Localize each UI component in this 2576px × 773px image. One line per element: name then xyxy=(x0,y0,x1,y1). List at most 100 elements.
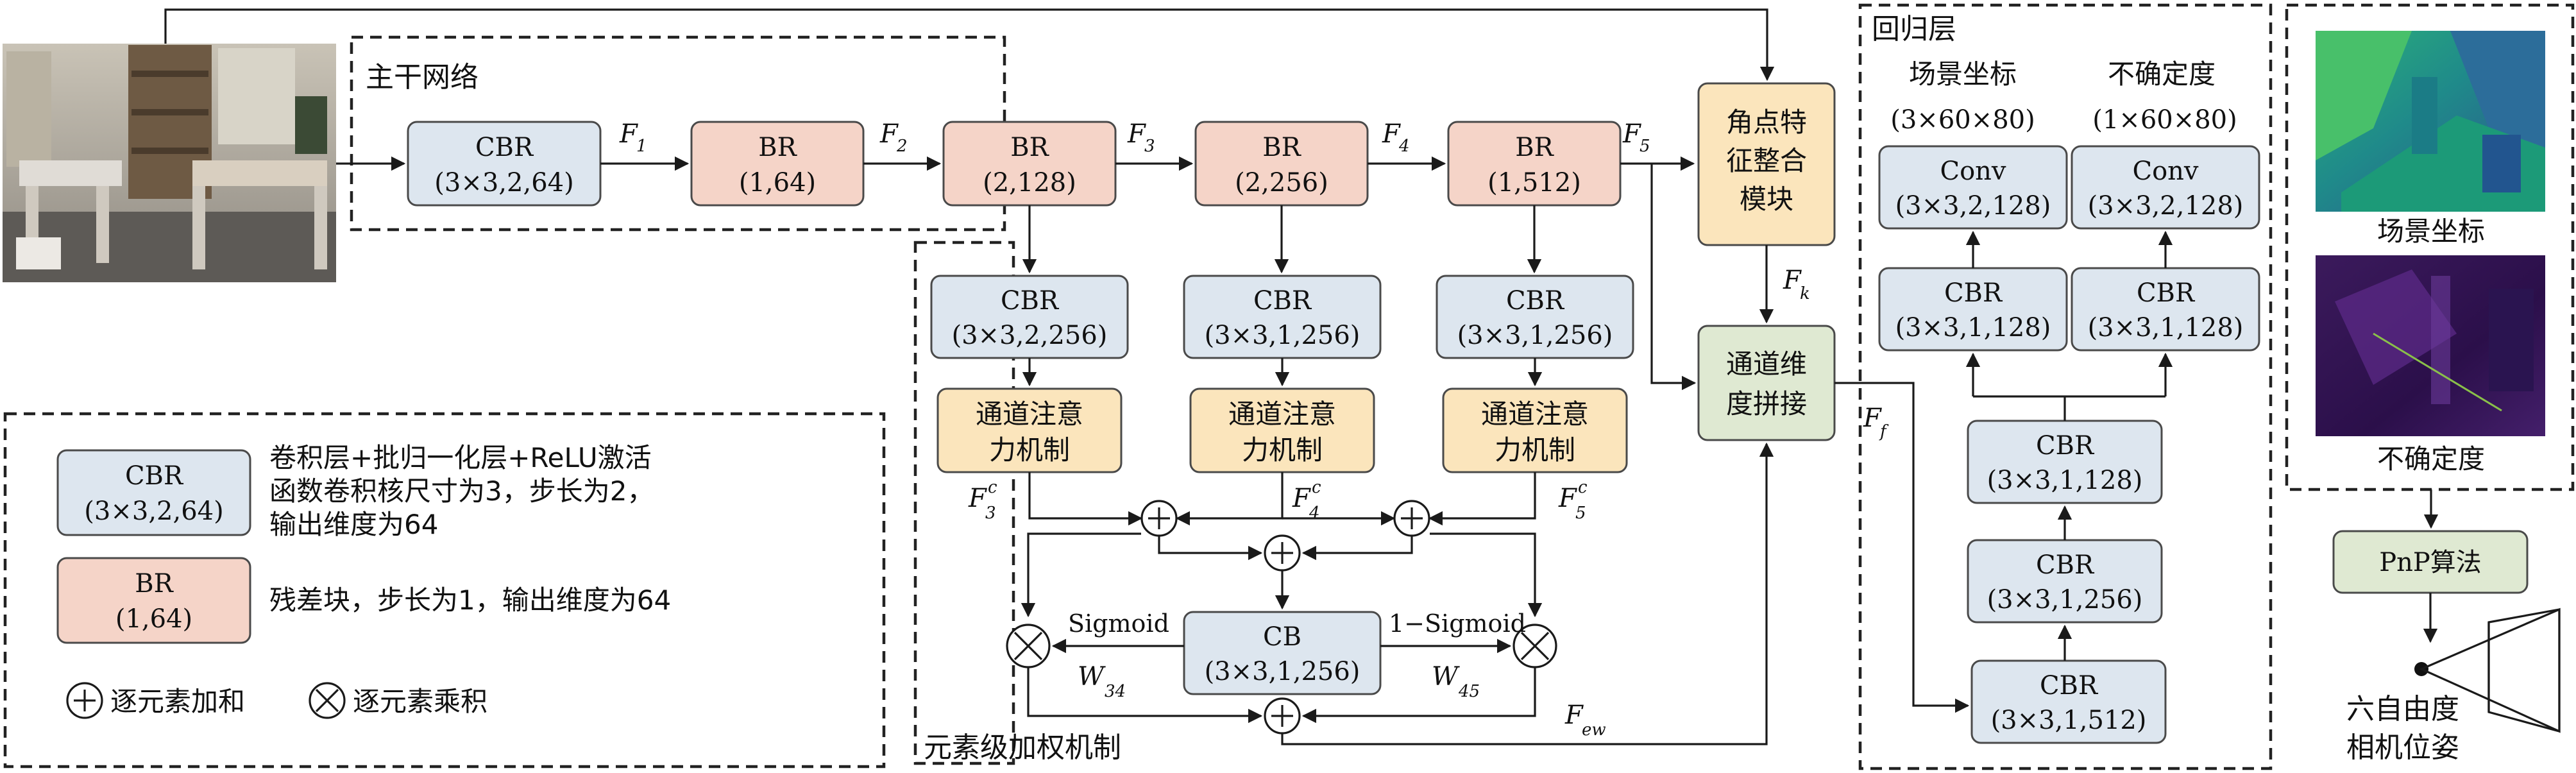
pose-label-line1: 六自由度 xyxy=(2346,693,2459,726)
cb-block: CB (3×3,1,256) xyxy=(1183,611,1382,695)
line-add2-to-mid xyxy=(1301,536,1413,561)
svg-text:F: F xyxy=(1863,403,1882,433)
attention-cbr-4: CBR (3×3,1,256) xyxy=(1183,275,1382,359)
channel-concat-module: 通道维 度拼接 xyxy=(1697,325,1836,441)
legend-add-text: 逐元素加和 xyxy=(110,686,245,717)
svg-text:CBR: CBR xyxy=(1944,278,2003,308)
svg-text:F: F xyxy=(1127,119,1146,149)
line-add1-to-mid xyxy=(1158,536,1263,561)
legend-cbr-desc-1: 卷积层+批归一化层+ReLU激活 xyxy=(269,442,652,473)
regression-cbr-right: CBR (3×3,1,128) xyxy=(2071,267,2260,352)
svg-text:F: F xyxy=(879,119,899,149)
svg-text:CBR: CBR xyxy=(1253,286,1312,316)
svg-text:5: 5 xyxy=(1575,504,1586,523)
svg-text:BR: BR xyxy=(135,569,174,599)
pose-label-line2: 相机位姿 xyxy=(2346,731,2459,764)
svg-text:CBR: CBR xyxy=(2036,431,2095,461)
svg-text:通道注意: 通道注意 xyxy=(976,398,1083,430)
backbone-br-block-4: BR (1,512) xyxy=(1447,121,1622,207)
svg-text:f: f xyxy=(1879,422,1889,441)
svg-text:F: F xyxy=(619,119,638,149)
svg-text:F: F xyxy=(1558,484,1577,513)
svg-text:1: 1 xyxy=(636,137,647,156)
backbone-br-block-1: BR (1,64) xyxy=(690,121,865,207)
svg-text:c: c xyxy=(988,478,997,497)
backbone-cbr-block: CBR (3×3,2,64) xyxy=(407,121,602,207)
svg-text:5: 5 xyxy=(1640,137,1650,156)
svg-text:(1,512): (1,512) xyxy=(1487,168,1581,198)
scene-coord-output-label: 场景坐标 xyxy=(2377,216,2485,247)
label-one-minus-sigmoid: 1−Sigmoid xyxy=(1389,609,1526,638)
legend-mul-icon xyxy=(309,682,346,719)
corner-feature-module: 角点特 征整合 模块 xyxy=(1697,82,1836,246)
backbone-title: 主干网络 xyxy=(366,61,479,94)
svg-text:Conv: Conv xyxy=(2132,157,2198,186)
attention-cbr-3: CBR (3×3,2,256) xyxy=(930,275,1129,359)
backbone-br-block-2: BR (2,128) xyxy=(942,121,1117,207)
split-line xyxy=(1973,395,2165,421)
svg-text:征整合: 征整合 xyxy=(1726,145,1807,176)
svg-text:Conv: Conv xyxy=(1940,157,2006,186)
arrow-f5-to-concat xyxy=(1650,164,1697,391)
scene-coord-dims: (3×60×80) xyxy=(1890,105,2035,135)
svg-text:4: 4 xyxy=(1309,504,1320,523)
label-fk: Fk xyxy=(1783,266,1810,303)
label-few: Few xyxy=(1564,701,1606,740)
svg-text:PnP算法: PnP算法 xyxy=(2379,548,2482,577)
line-f5c-to-mul xyxy=(1430,532,1543,618)
svg-text:(3×3,1,256): (3×3,1,256) xyxy=(1457,321,1613,350)
svg-text:k: k xyxy=(1800,284,1810,303)
svg-text:34: 34 xyxy=(1105,682,1126,701)
uncertainty-map xyxy=(2316,255,2545,436)
legend-mul-text: 逐元素乘积 xyxy=(353,686,487,717)
add-op-ew xyxy=(1264,697,1301,735)
svg-text:W: W xyxy=(1432,662,1460,692)
svg-text:F: F xyxy=(1292,484,1311,513)
svg-text:(3×3,2,64): (3×3,2,64) xyxy=(84,497,223,526)
svg-text:(3×3,2,128): (3×3,2,128) xyxy=(2088,191,2244,221)
uncertainty-output-label: 不确定度 xyxy=(2377,443,2485,475)
svg-text:F: F xyxy=(1564,701,1584,730)
svg-text:CB: CB xyxy=(1263,622,1301,652)
label-f2: F2 xyxy=(879,119,908,156)
line-f3c-to-mul xyxy=(1021,532,1141,618)
regression-conv-right: Conv (3×3,2,128) xyxy=(2071,145,2260,230)
svg-text:4: 4 xyxy=(1398,137,1410,156)
regression-cbr-left: CBR (3×3,1,128) xyxy=(1878,267,2068,352)
backbone-br-block-3: BR (2,256) xyxy=(1194,121,1369,207)
legend-br-desc: 残差块，步长为1，输出维度为64 xyxy=(269,584,671,616)
channel-attention-4: 通道注意 力机制 xyxy=(1189,387,1375,473)
label-sigmoid: Sigmoid xyxy=(1068,609,1169,638)
scene-coord-title: 场景坐标 xyxy=(1909,58,2017,90)
line-mul34-to-ew xyxy=(1027,667,1263,724)
svg-text:c: c xyxy=(1578,478,1588,497)
svg-text:力机制: 力机制 xyxy=(989,434,1070,466)
label-ff: Ff xyxy=(1863,403,1889,441)
svg-text:W: W xyxy=(1078,662,1106,692)
mul-op-34 xyxy=(1006,624,1051,668)
add-op-34 xyxy=(1140,500,1178,537)
svg-text:3: 3 xyxy=(1144,137,1155,156)
svg-text:CBR: CBR xyxy=(1506,286,1565,316)
channel-attention-5: 通道注意 力机制 xyxy=(1442,387,1628,473)
svg-text:力机制: 力机制 xyxy=(1242,434,1323,466)
svg-text:(3×3,2,128): (3×3,2,128) xyxy=(1895,191,2051,221)
svg-text:45: 45 xyxy=(1458,682,1480,701)
add-op-mid xyxy=(1264,534,1301,572)
svg-text:CBR: CBR xyxy=(2137,278,2196,308)
add-op-45 xyxy=(1393,500,1430,537)
svg-text:(3×3,1,512): (3×3,1,512) xyxy=(1991,706,2147,735)
line-f5c-to-add2 xyxy=(1428,472,1536,526)
svg-text:BR: BR xyxy=(1262,133,1301,162)
arrow-few-to-concat xyxy=(1281,442,1774,745)
camera-pose-icon xyxy=(2414,607,2561,733)
svg-text:度拼接: 度拼接 xyxy=(1726,388,1807,420)
svg-text:BR: BR xyxy=(758,133,797,162)
uncertainty-title: 不确定度 xyxy=(2108,58,2216,90)
svg-text:(2,128): (2,128) xyxy=(983,168,1076,198)
regression-title: 回归层 xyxy=(1872,13,1956,46)
regression-cbr-c: CBR (3×3,1,512) xyxy=(1970,659,2167,744)
label-f5: F5 xyxy=(1622,119,1650,156)
